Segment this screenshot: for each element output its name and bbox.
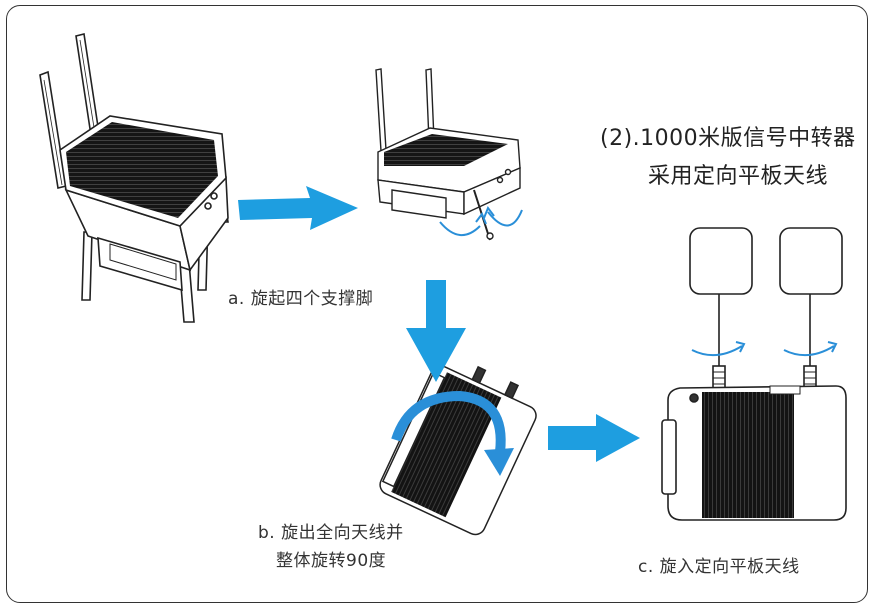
flow-arrow-icon [238, 186, 358, 230]
diagram-frame [6, 5, 868, 603]
device-rotated [379, 365, 537, 536]
step-a-label: a. 旋起四个支撑脚 [228, 289, 374, 309]
step-c-label: c. 旋入定向平板天线 [638, 557, 800, 577]
flow-arrow-icon [548, 414, 640, 462]
rotation-arrow-icon [391, 390, 514, 476]
rotation-arrow-icon [439, 205, 523, 236]
step-b-label-line-1: b. 旋出全向天线并 [258, 523, 404, 543]
rotation-arrow-icon [691, 341, 838, 357]
step-b-label-line-2: 整体旋转90度 [276, 551, 387, 571]
title-line-1: (2).1000米版信号中转器 [600, 126, 856, 151]
device-with-panel-antennas [661, 227, 847, 521]
flow-arrow-icon [406, 280, 466, 382]
device-with-legs-large [39, 33, 229, 323]
title-line-2: 采用定向平板天线 [648, 164, 829, 189]
device-with-legs-small [375, 68, 521, 241]
